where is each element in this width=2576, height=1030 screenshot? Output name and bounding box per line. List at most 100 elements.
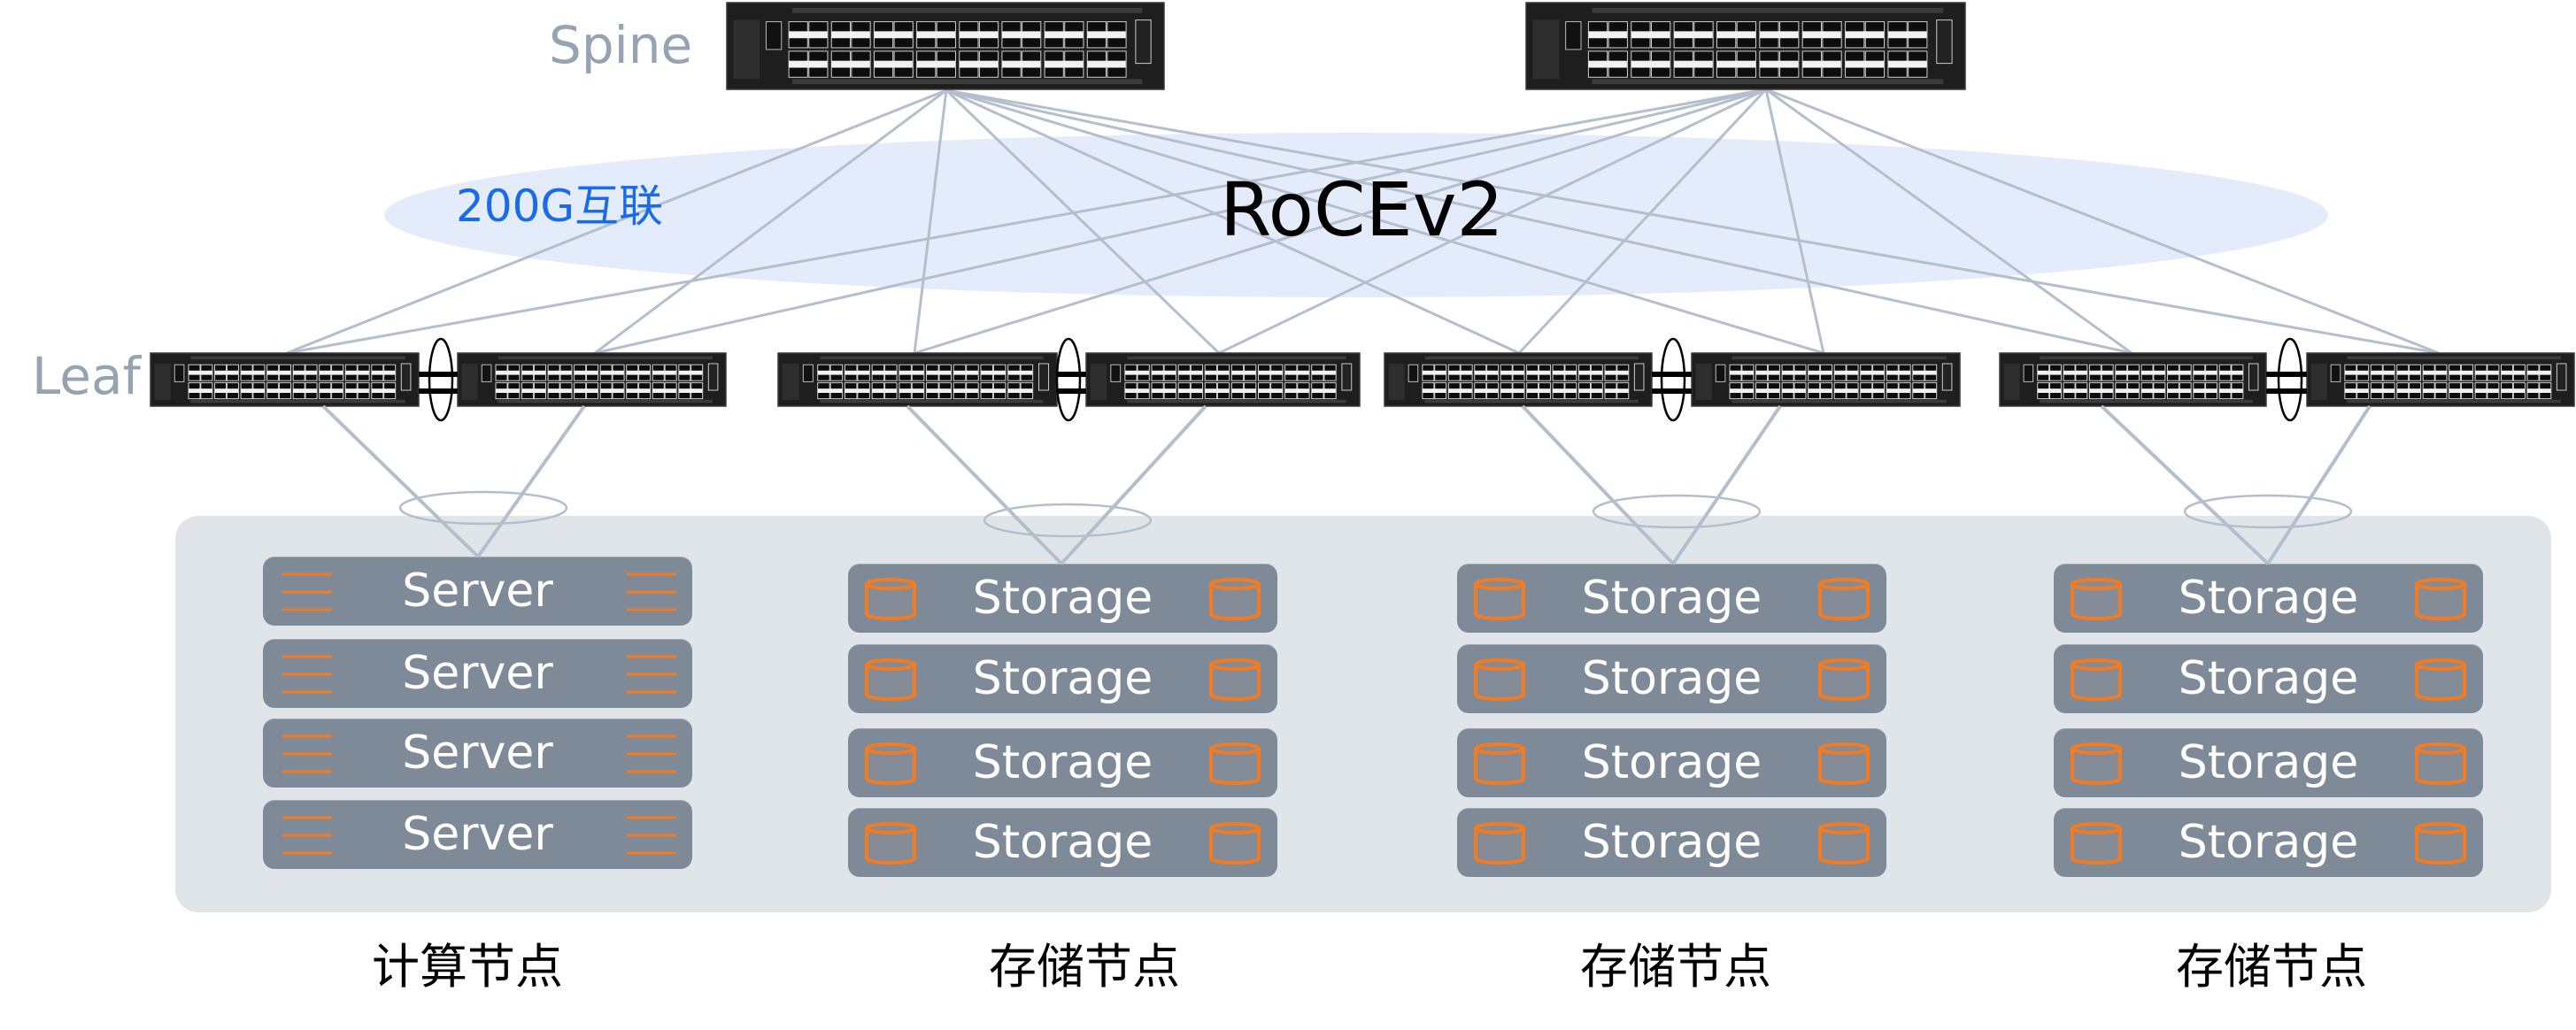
switch-vent-top xyxy=(792,7,1143,13)
spine-leaf-link xyxy=(594,88,1767,355)
port-label-strip xyxy=(1474,370,1499,375)
port-label-strip xyxy=(2037,370,2062,375)
server-node-label: Server xyxy=(402,808,553,861)
storage-node: Storage xyxy=(2054,564,2483,633)
switch-vent-bottom xyxy=(792,79,1143,85)
port-label-strip xyxy=(899,388,924,393)
storage-cylinder-icon xyxy=(1818,578,1870,620)
storage-cylinder-icon xyxy=(1474,578,1525,620)
port-label-strip xyxy=(214,370,239,375)
switch-vent-bottom xyxy=(1731,399,1947,404)
leaf-switch-1b xyxy=(457,352,727,407)
port-label-strip xyxy=(2089,388,2113,393)
port-label-strip xyxy=(1500,388,1524,393)
switch-vent-side xyxy=(461,364,478,400)
port-label-strip xyxy=(345,370,369,375)
port-label-strip xyxy=(2344,370,2369,375)
port-label-strip xyxy=(1526,388,1551,393)
port-label-strip xyxy=(1716,31,1756,39)
leaf-switch-4a xyxy=(1999,352,2267,407)
port-label-strip xyxy=(789,31,828,39)
port-label-strip xyxy=(1834,370,1858,375)
switch-vent-top xyxy=(497,356,713,360)
port-label-strip xyxy=(2475,388,2499,393)
port-label-strip xyxy=(1448,388,1472,393)
switch-vent-top xyxy=(1592,7,1944,13)
port-label-strip xyxy=(2449,370,2473,375)
storage-cylinder-icon xyxy=(2071,578,2122,620)
storage-node: Storage xyxy=(848,564,1277,633)
storage-cylinder-icon xyxy=(865,742,916,785)
port-label-strip xyxy=(2141,370,2165,375)
port-label-strip xyxy=(319,388,343,393)
port-label-strip xyxy=(1526,370,1551,375)
group-caption: 存储节点 xyxy=(2176,939,2367,995)
storage-node: Storage xyxy=(2054,808,2483,877)
storage-node-label: Storage xyxy=(1581,652,1762,705)
port-label-strip xyxy=(1258,370,1283,375)
spine-switch-1 xyxy=(726,2,1165,90)
port-label-strip xyxy=(574,388,598,393)
group-caption: 存储节点 xyxy=(989,939,1180,995)
port-label-strip xyxy=(2396,388,2421,393)
storage-cylinder-icon xyxy=(1474,658,1525,701)
storage-node-label: Storage xyxy=(2178,736,2359,789)
port-label-strip xyxy=(1860,388,1885,393)
port-label-strip xyxy=(496,370,520,375)
port-label-strip xyxy=(980,388,1006,393)
console-port xyxy=(2556,363,2567,391)
port-label-strip xyxy=(2141,388,2165,393)
port-label-strip xyxy=(2089,370,2113,375)
switch-vent-bottom xyxy=(497,399,713,404)
spine-leaf-links xyxy=(286,88,2440,355)
server-stripes-icon xyxy=(282,734,332,773)
spine-leaf-link xyxy=(1764,88,1825,354)
port-label-strip xyxy=(2193,388,2217,393)
spine-leaf-link xyxy=(1765,88,2440,355)
spine-leaf-link xyxy=(945,88,1520,355)
storage-node-label: Storage xyxy=(1581,572,1762,625)
console-port xyxy=(1135,19,1152,65)
mgmt-port xyxy=(481,364,492,382)
port-label-strip xyxy=(319,370,343,375)
port-label-strip xyxy=(345,388,369,393)
switch-vent-top xyxy=(2040,356,2253,360)
storage-node-label: Storage xyxy=(972,816,1153,869)
port-label-strip xyxy=(1887,60,1927,68)
port-label-strip xyxy=(1553,370,1577,375)
server-node: Server xyxy=(263,719,692,788)
port-label-strip xyxy=(1087,60,1126,68)
port-label-strip xyxy=(817,370,843,375)
switch-vent-top xyxy=(1127,356,1346,360)
storage-node-label: Storage xyxy=(972,736,1153,789)
port-label-strip xyxy=(817,388,843,393)
leaf-switch-1a xyxy=(150,352,420,407)
port-label-strip xyxy=(1631,31,1670,39)
port-label-strip xyxy=(2475,370,2499,375)
port-label-strip xyxy=(831,60,870,68)
server-stripes-icon xyxy=(627,816,676,855)
switch-vent-bottom xyxy=(1592,79,1944,85)
switch-vent-bottom xyxy=(820,399,1044,404)
storage-node: Storage xyxy=(848,728,1277,797)
storage-cylinder-icon xyxy=(865,578,916,620)
server-node-label: Server xyxy=(402,565,553,618)
storage-cylinder-icon xyxy=(2415,742,2466,785)
console-port xyxy=(1936,19,1953,65)
port-label-strip xyxy=(926,370,952,375)
switch-vent-top xyxy=(2347,356,2561,360)
console-port xyxy=(1341,363,1353,391)
port-label-strip xyxy=(1845,60,1885,68)
mgmt-port xyxy=(2330,364,2341,382)
port-label-strip xyxy=(1553,388,1577,393)
port-label-strip xyxy=(521,370,546,375)
server-stripes-icon xyxy=(627,655,676,694)
leaf-switch-2a xyxy=(777,352,1058,407)
port-label-strip xyxy=(293,370,317,375)
port-label-strip xyxy=(2526,370,2551,375)
port-label-strip xyxy=(214,388,239,393)
port-label-strip xyxy=(293,388,317,393)
switch-vent-bottom xyxy=(1127,399,1346,404)
port-label-strip xyxy=(1834,388,1858,393)
